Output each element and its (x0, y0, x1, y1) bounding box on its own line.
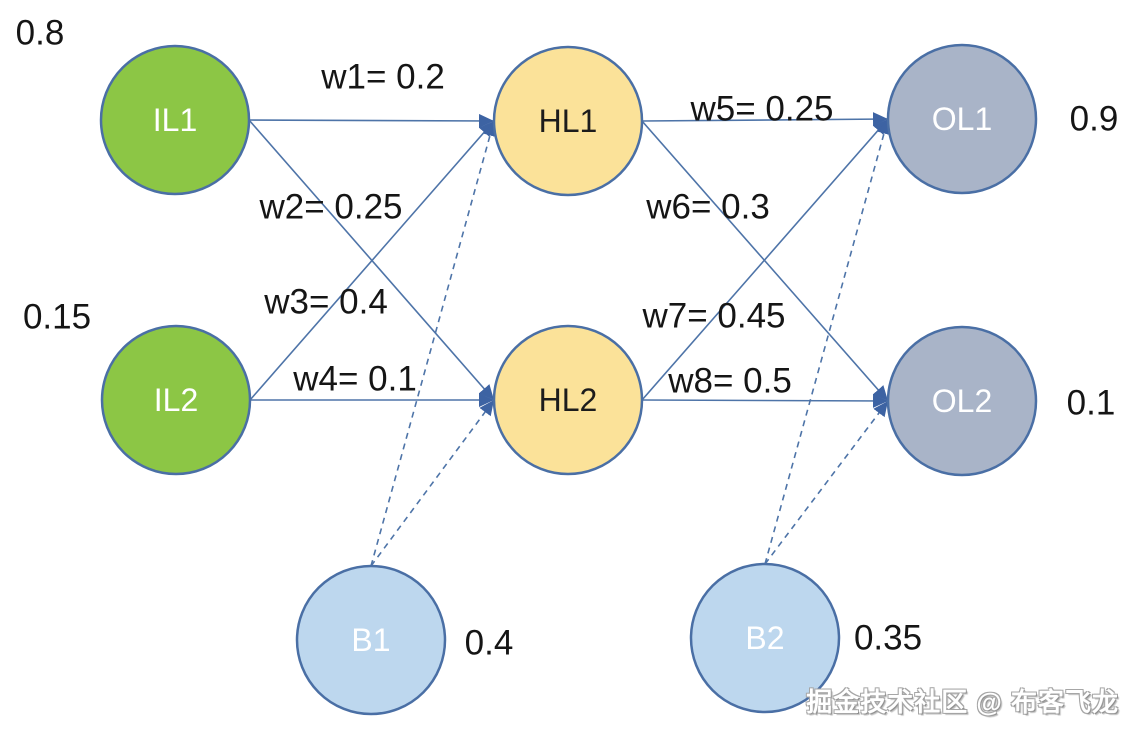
edge-HL1-OL2 (641, 120, 889, 402)
edge-label-HL2-OL2: w8= 0.5 (667, 362, 792, 401)
node-b2-value: 0.35 (854, 619, 922, 658)
edge-IL2-HL1 (249, 120, 495, 401)
edge-HL2-OL1 (641, 118, 889, 401)
edge-HL1-OL1 (641, 112, 889, 127)
node-ol2: OL2 (886, 325, 1038, 477)
node-ol1: OL1 (886, 43, 1038, 195)
node-ol2-value: 0.1 (1067, 384, 1116, 423)
edge-HL2-OL2 (641, 393, 889, 408)
node-ol2-circle (886, 325, 1038, 477)
node-il2-circle (100, 324, 252, 476)
edge-label-IL2-HL1: w3= 0.4 (263, 283, 388, 322)
node-hl2-circle (492, 324, 644, 476)
node-hl2: HL2 (492, 324, 644, 476)
edge-IL1-HL1 (248, 113, 495, 128)
node-ol1-value: 0.9 (1070, 100, 1119, 139)
edge-label-HL1-OL2: w6= 0.3 (645, 188, 770, 227)
edge-label-IL1-HL1: w1= 0.2 (320, 58, 445, 97)
node-il2-value: 0.15 (23, 298, 91, 337)
watermark: 掘金技术社区 @ 布客飞龙 (806, 687, 1119, 717)
node-b2-circle (689, 562, 841, 714)
node-b1-value: 0.4 (465, 624, 514, 663)
edge-label-HL1-OL1: w5= 0.25 (689, 90, 833, 129)
node-b1: B1 (295, 564, 447, 716)
node-b1-circle (295, 564, 447, 716)
edge-B1-HL2 (370, 399, 495, 567)
edge-B2-OL2 (764, 400, 889, 565)
node-ol1-circle (886, 43, 1038, 195)
node-hl1: HL1 (492, 45, 644, 197)
node-il1-value: 0.8 (16, 14, 65, 53)
edge-B2-OL1 (764, 118, 891, 565)
edge-label-IL2-HL2: w4= 0.1 (292, 360, 417, 399)
node-il1: IL1 (99, 44, 251, 196)
node-hl1-circle (492, 45, 644, 197)
node-il2: IL2 (100, 324, 252, 476)
edge-label-HL2-OL1: w7= 0.45 (641, 297, 785, 336)
node-il1-circle (99, 44, 251, 196)
edge-label-IL1-HL2: w2= 0.25 (258, 188, 402, 227)
